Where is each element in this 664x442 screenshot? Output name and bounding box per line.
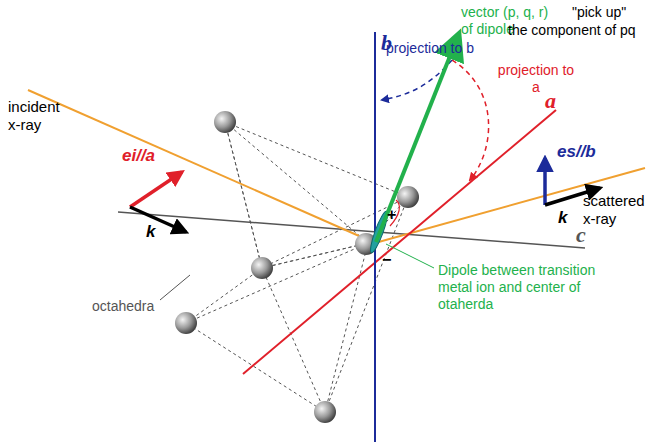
- dipole-vector: [376, 36, 458, 242]
- note-text: the component of pq: [508, 22, 660, 39]
- wavevector-label: k: [558, 208, 567, 228]
- beam-label: incident x-ray: [8, 98, 73, 134]
- k-arrow: [130, 207, 186, 232]
- leader-line: [386, 244, 434, 268]
- projection-arc-a: [452, 60, 489, 180]
- sign-label: +: [387, 205, 396, 224]
- incident-beam: [28, 90, 375, 243]
- wavevector-label: k: [146, 222, 155, 242]
- note-text: "pick up": [572, 4, 652, 21]
- atoms: [175, 111, 419, 423]
- dipole-label: Dipole between transition metal ion and …: [438, 262, 616, 313]
- ei-arrow: [130, 172, 182, 207]
- octahedra-label: octahedra: [92, 298, 154, 315]
- es-arrow: [543, 158, 547, 205]
- polarization-label: es//b: [557, 142, 596, 162]
- beam-label: scattered x-ray: [583, 192, 655, 228]
- axis-label: a: [545, 88, 556, 113]
- sign-label: −: [382, 250, 391, 269]
- leader-line: [160, 275, 190, 300]
- axis-label: c: [576, 222, 586, 247]
- a-axis: [243, 110, 556, 374]
- projection-label: projection to b: [386, 40, 478, 57]
- c-axis: [118, 212, 585, 248]
- projection-label: projection to a: [497, 62, 575, 96]
- polarization-label: ei//a: [122, 146, 155, 166]
